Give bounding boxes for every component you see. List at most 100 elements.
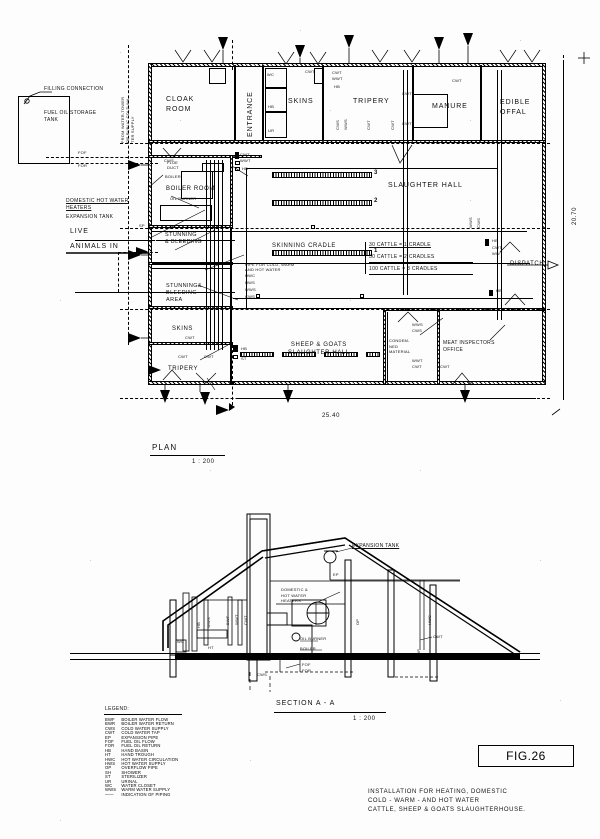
- plan-abbr-hb-skins: HB: [334, 84, 340, 89]
- sheep-rail-b: [282, 352, 316, 357]
- skinning-cradle-3: [272, 172, 372, 178]
- room-label-stunning-bleeding: STUNNING& BLEEDING: [165, 232, 203, 245]
- room-label-manure: MANURE: [432, 103, 468, 110]
- paper-speck: [520, 40, 521, 41]
- boiler-vessel: [181, 171, 213, 199]
- figure-caption-line-3: CATTLE, SHEEP & GOATS SLAUGHTERHOUSE.: [368, 807, 526, 813]
- annotation-cradle-note-2: 50 CATTLE = 2 CRADLES: [369, 254, 435, 260]
- paper-speck: [540, 560, 541, 561]
- plan-abbr-cwt-skins-a: CWT: [305, 69, 315, 74]
- slaughter-hall-left-v: [246, 168, 247, 308]
- plan-dashv-sectionA-top: [232, 40, 233, 70]
- plan-valve-2: [235, 161, 240, 165]
- plan-dashv-sectionA-bot: [232, 345, 233, 405]
- filling-connection-symbol: [23, 91, 52, 105]
- paper-speck: [330, 110, 331, 111]
- legend-abbr: FOR: [105, 743, 115, 749]
- plan-abbr-cwt-skins-b: CWT: [332, 70, 342, 75]
- cradle-index-3: 3: [374, 170, 378, 176]
- plan-dash-oil-1: [46, 157, 158, 158]
- plan-pipe-riser-6: [403, 70, 404, 295]
- skins-fitting-box: [314, 68, 323, 84]
- plan-pipe-riser-9: [501, 70, 502, 320]
- cradle-index-1: 1: [374, 248, 378, 254]
- figure-caption-line-1: INSTALLATION FOR HEATING, DOMESTIC: [368, 789, 508, 795]
- room-label-tripery-lower: TRIPERY: [168, 366, 199, 372]
- plan-valve-6: [233, 345, 238, 352]
- section-annotation-op2: OP: [355, 618, 360, 625]
- plan-valve-3: [235, 167, 240, 171]
- figure-number-box: FIG.26: [478, 745, 574, 767]
- section-annotation-ep: EP: [333, 572, 339, 577]
- legend-abbr: ——: [105, 791, 114, 797]
- legend-abbr: OP: [105, 765, 112, 771]
- plan-abbr-hwc: HWC: [245, 273, 256, 278]
- paper-speck: [180, 120, 181, 121]
- slaughter-hall-rail: [246, 168, 498, 169]
- plan-abbr-st-tripery-low: ST: [241, 356, 247, 361]
- cradle-note-underline-3: [369, 274, 473, 275]
- plan-abbr-cwt-manure: CWT: [452, 78, 462, 83]
- annotation-oil-burner: OIL BURNER: [170, 196, 197, 201]
- sheep-rail-a: [240, 352, 274, 357]
- wc-cubicle-3: [265, 112, 287, 138]
- annotation-expansion-tank: EXPANSION TANK: [66, 214, 114, 220]
- plan-pipe-riser-10: [383, 312, 384, 382]
- wc-cubicle-1: [265, 68, 287, 88]
- paper-speck: [500, 330, 501, 331]
- annotation-skinning-cradle: SKINNING CRADLE: [272, 243, 337, 249]
- legend-abbr: WC: [105, 783, 113, 788]
- figure-caption-line-2: COLD - WARM - AND HOT WATER: [368, 798, 480, 804]
- room-label-skins-top: SKINS: [288, 98, 314, 105]
- legend-row: OP OVERFLOW PIPE: [105, 765, 158, 770]
- section-annotation-cwt: CWT: [433, 634, 443, 639]
- section-annotation-ht: HT: [208, 645, 214, 650]
- plan-abbr-hb-tripery-low: HB: [241, 346, 247, 351]
- legend-abbr: UR: [105, 778, 112, 784]
- plan-scale: 1 : 200: [192, 459, 215, 465]
- legend-abbr: CWS: [105, 725, 116, 731]
- plan-abbr-wwt-boiler: WWT: [240, 158, 251, 163]
- room-label-tripery-top: TRIPERY: [353, 98, 390, 105]
- plan-dim-line-right: [563, 60, 564, 400]
- legend-abbr: HWS: [105, 761, 116, 766]
- section-annotation-hb: HB: [196, 622, 201, 628]
- cradle-note-underline-2: [369, 262, 473, 263]
- legend-text: COLD WATER TAP: [121, 730, 160, 736]
- legend-row: WWS WARM WATER SUPPLY: [105, 787, 170, 792]
- legend-row: CWT COLD WATER TAP: [105, 730, 160, 735]
- skinning-cradle-1: [272, 250, 372, 256]
- legend-row: HT HAND TROUGH: [105, 752, 154, 757]
- section-annotation-wc: WC: [177, 639, 185, 644]
- plan-abbr-hb-office: HB: [496, 288, 502, 293]
- legend-abbr: ST: [105, 774, 111, 780]
- plan-abbr-wc-entrance: WC: [267, 72, 275, 77]
- paper-speck: [210, 470, 211, 471]
- plan-wall-entrance-skins: [262, 65, 264, 141]
- section-annotation-expansion-tank: EXPANSION TANK: [352, 543, 400, 549]
- section-title-underline: [274, 712, 386, 713]
- plan-abbr-cwt-skinslower-a: CWT: [185, 335, 195, 340]
- boiler-room-wall-top: [148, 155, 262, 158]
- tripery-fitting-box: [412, 94, 448, 128]
- section-annotation-bwf: BWF: [225, 615, 230, 626]
- plan-wall-upper-band-bottom: [148, 140, 546, 143]
- legend-text: FUEL OIL RETURN: [121, 743, 161, 749]
- plan-abbr-cwt-tripery-low-b: CWT: [204, 354, 214, 359]
- plan-node-2: [256, 294, 260, 298]
- plan-abbr-cws-boiler: CWS: [164, 158, 174, 163]
- plan-dimension-bottom: 25.40: [322, 413, 341, 419]
- plan-wall-bottom-left: [148, 381, 234, 385]
- legend-text: FUEL OIL FLOW: [121, 739, 155, 744]
- section-scale: 1 : 200: [353, 716, 376, 722]
- legend-row: FOR FUEL OIL RETURN: [105, 743, 161, 748]
- legend-abbr: CWT: [105, 730, 115, 736]
- legend-row: —— INDICATION OF PIPING: [105, 792, 171, 797]
